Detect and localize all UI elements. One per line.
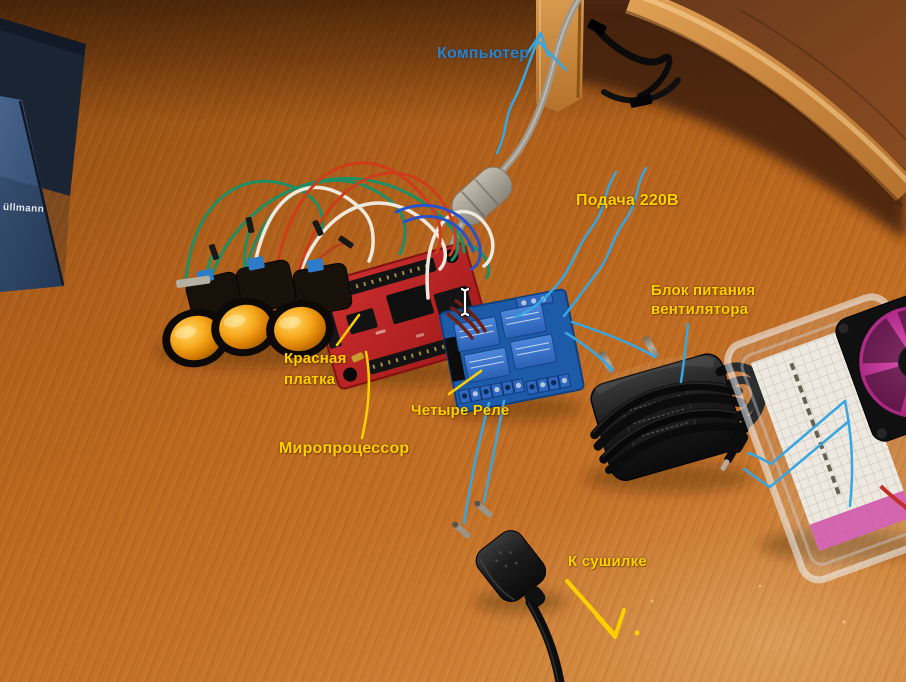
ic-chip xyxy=(346,308,378,335)
usb-connector xyxy=(587,19,607,35)
adapter-output-connector xyxy=(720,429,749,471)
line-220v-a xyxy=(562,166,648,318)
push-button-3 xyxy=(266,258,353,359)
line-relay-to-plug-a xyxy=(462,401,491,525)
push-button-2 xyxy=(176,256,297,357)
plug-cable xyxy=(525,597,565,682)
push-buttons xyxy=(162,256,353,368)
plug-prong xyxy=(599,351,615,374)
line-adapter-to-fan-a xyxy=(746,399,847,466)
line-fan-psu xyxy=(679,322,690,384)
plug-prong xyxy=(452,521,471,539)
line-relay-to-plug-b xyxy=(482,399,506,504)
plug-prong xyxy=(474,500,493,518)
power-adapter xyxy=(590,336,767,481)
line-four-relays xyxy=(447,369,483,396)
yellow-annotation-lines xyxy=(335,313,640,639)
board-to-relay-wires xyxy=(446,299,487,340)
fan xyxy=(835,281,906,442)
dupont-tip xyxy=(245,216,255,234)
dupont-tip xyxy=(312,219,324,237)
table-edge-trim xyxy=(625,0,906,202)
line-220v-b xyxy=(514,170,618,319)
terminal-tab xyxy=(176,275,211,288)
line-red-board xyxy=(335,313,361,347)
label-computer: Компьютер xyxy=(437,45,530,62)
label-red-board-line1: Красная xyxy=(284,350,347,367)
plug-prong xyxy=(643,336,659,359)
label-fan-psu-line2: вентилятора xyxy=(651,301,749,318)
label-fan-psu-line1: Блок питания xyxy=(651,282,756,299)
line-relay-to-prong-a xyxy=(564,331,614,372)
relay-pin-header xyxy=(444,336,466,382)
label-red-board-line2: платка xyxy=(284,371,336,388)
dupont-tip xyxy=(338,235,354,249)
label-to-dryer: К сушилке xyxy=(568,553,647,570)
usb-cables-under-table xyxy=(587,19,681,108)
microswitch xyxy=(306,258,324,273)
microswitch xyxy=(247,256,265,271)
floor-specks xyxy=(650,584,846,624)
ic-chip xyxy=(386,284,434,325)
line-adapter-to-fan-b xyxy=(742,419,851,489)
usb-connector xyxy=(629,94,653,108)
dryer-arrow xyxy=(565,579,640,639)
label-power-220v: Подача 220В xyxy=(576,192,679,209)
computer-arrow xyxy=(495,31,568,155)
fan-package xyxy=(724,281,906,584)
fan-wire-red xyxy=(879,484,906,519)
button-cap-orange xyxy=(274,306,326,352)
label-fan-psu: Блок питания вентилятора xyxy=(651,281,755,319)
text-cursor-ibeam-icon xyxy=(457,287,473,322)
screw-terminals xyxy=(457,373,572,405)
blue-annotation-lines xyxy=(462,31,854,525)
dupont-tip xyxy=(208,243,220,261)
eu-plug xyxy=(452,500,565,682)
label-microprocessor: Миропроцессор xyxy=(279,440,410,457)
label-four-relays: Четыре Реле xyxy=(411,402,510,419)
line-fan-down xyxy=(843,399,854,508)
button-cap-orange xyxy=(219,304,271,350)
blue-book xyxy=(0,18,86,292)
button-cap-orange xyxy=(170,315,222,361)
package-text-column xyxy=(789,362,841,495)
book-spine-text: üllmann xyxy=(2,201,45,216)
wrapped-cord xyxy=(590,362,767,475)
line-relay-to-prong-b xyxy=(570,320,657,359)
round-table xyxy=(625,0,906,208)
line-microprocessor xyxy=(360,350,371,440)
label-red-board: Красная платка xyxy=(284,348,347,390)
